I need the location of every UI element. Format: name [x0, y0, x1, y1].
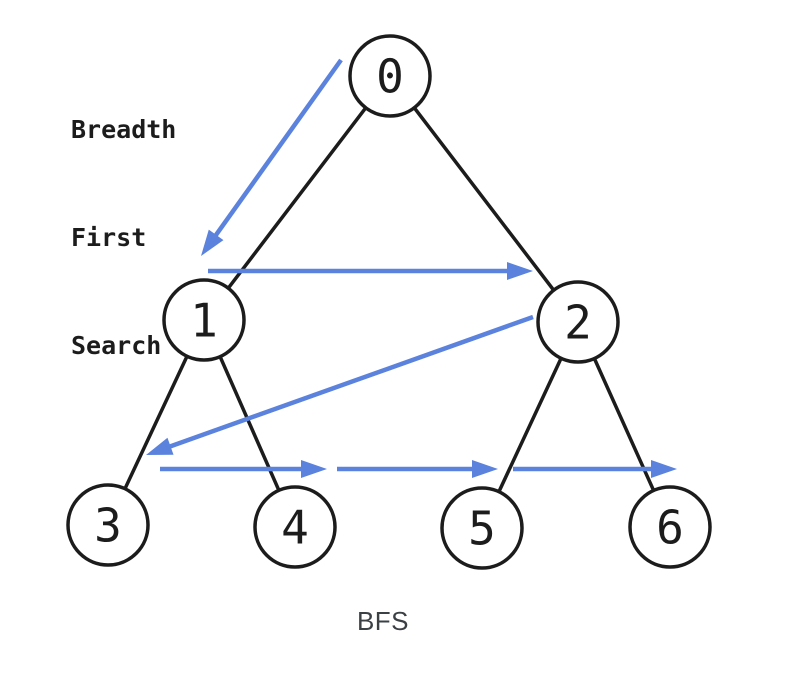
tree-edge-0-1: [202, 74, 392, 322]
tree-node-0: 0: [348, 34, 432, 118]
tree-node-5: 5: [440, 486, 524, 570]
tree-node-1: 1: [162, 278, 246, 362]
tree-nodes-layer: 0 1 2 3 4 5 6: [66, 34, 712, 570]
bfs-arrow-shaft-0-1: [207, 58, 343, 246]
bfs-arrow-3-to-4: [160, 460, 327, 478]
node-label-3: 3: [94, 499, 122, 553]
annotation-line-3: Search: [71, 331, 162, 360]
bfs-arrow-2-to-3: [146, 314, 534, 455]
node-label-6: 6: [656, 501, 684, 555]
caption-bfs: BFS: [356, 606, 410, 636]
tree-node-3: 3: [66, 483, 150, 567]
tree-edge-0-2: [388, 74, 580, 324]
node-label-1: 1: [190, 294, 218, 348]
bfs-traversal-arrows-layer: [146, 58, 677, 478]
node-circle-3: [66, 483, 150, 567]
bfs-arrow-4-to-5: [337, 460, 498, 478]
node-label-4: 4: [281, 501, 309, 555]
bfs-arrow-1-to-2: [208, 262, 533, 280]
bfs-arrowhead-icon-5-6: [651, 460, 677, 478]
node-circle-2: [536, 280, 620, 364]
node-label-0: 0: [376, 50, 404, 104]
node-circle-4: [253, 485, 337, 569]
node-label-5: 5: [468, 502, 496, 556]
node-circle-5: [440, 486, 524, 570]
node-circle-6: [628, 485, 712, 569]
bfs-arrowhead-icon-1-2: [507, 262, 533, 280]
bfs-arrow-0-to-1: [201, 58, 343, 256]
node-circle-0: [348, 34, 432, 118]
bfs-arrowhead-icon-0-1: [201, 229, 224, 256]
bfs-arrow-shaft-2-3: [158, 314, 534, 453]
tree-node-4: 4: [253, 485, 337, 569]
bfs-arrowhead-icon-3-4: [301, 460, 327, 478]
annotation-line-1: Breadth: [71, 115, 177, 144]
bfs-arrowhead-icon-2-3: [146, 437, 174, 455]
node-circle-1: [162, 278, 246, 362]
bfs-arrow-5-to-6: [513, 460, 677, 478]
annotation-line-2: First: [71, 223, 147, 252]
tree-node-6: 6: [628, 485, 712, 569]
bfs-arrowhead-icon-4-5: [472, 460, 498, 478]
node-label-2: 2: [564, 296, 592, 350]
annotation-breadth-first-search: Breadth First Search: [71, 40, 176, 436]
tree-node-2: 2: [536, 280, 620, 364]
